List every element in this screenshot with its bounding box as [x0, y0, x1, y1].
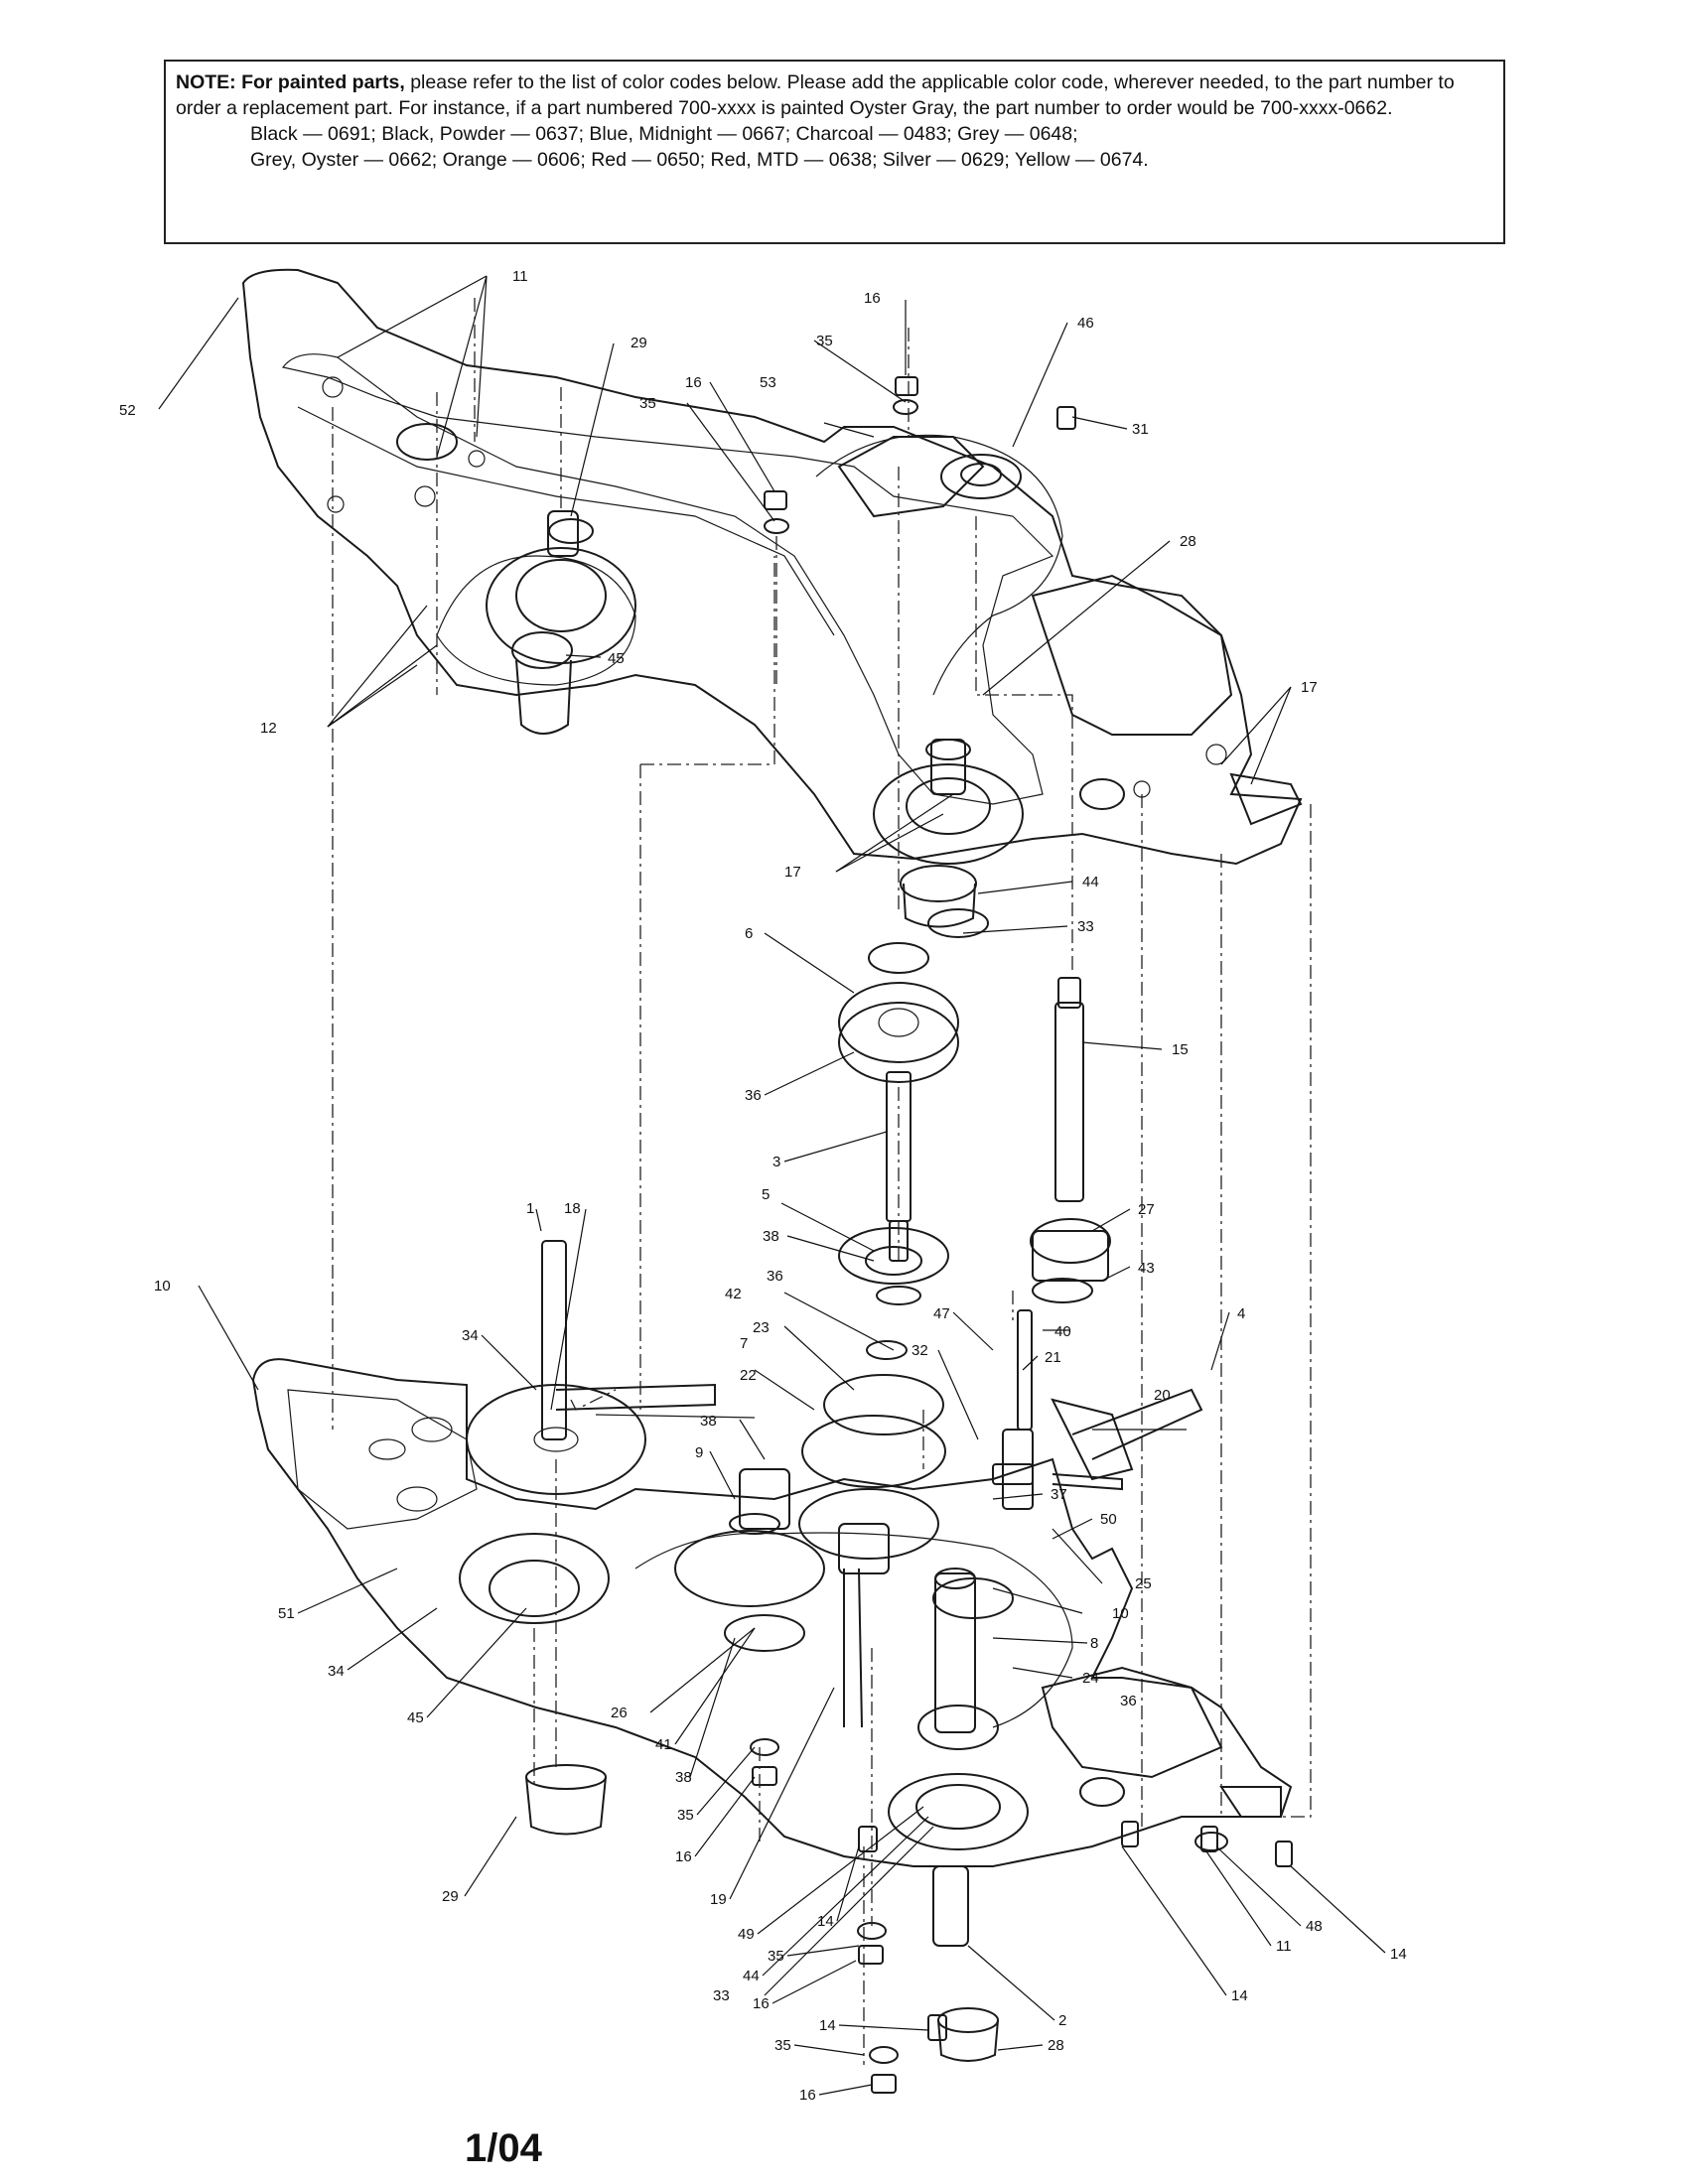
- label-28-bottom: 28: [1048, 2037, 1064, 2054]
- label-7: 7: [740, 1335, 748, 1352]
- label-28-top: 28: [1180, 533, 1196, 550]
- note-paragraph: NOTE: For painted parts, please refer to…: [176, 69, 1493, 121]
- gear-stack: [674, 1227, 949, 1652]
- label-17-right: 17: [1301, 679, 1318, 696]
- label-35-bottom: 35: [774, 2037, 791, 2054]
- label-44-top: 44: [1082, 874, 1099, 890]
- label-47: 47: [933, 1305, 950, 1322]
- shaft-15: [1030, 977, 1111, 1303]
- label-11-top: 11: [512, 268, 528, 285]
- label-14-left: 14: [817, 1913, 834, 1930]
- label-43: 43: [1138, 1260, 1155, 1277]
- label-21: 21: [1045, 1349, 1061, 1366]
- label-29-bottom: 29: [442, 1888, 459, 1905]
- color-code-note: NOTE: For painted parts, please refer to…: [164, 60, 1505, 244]
- label-25: 25: [1135, 1575, 1152, 1592]
- label-14-right: 14: [1231, 1987, 1248, 2004]
- color-codes-line-2: Grey, Oyster — 0662; Orange — 0606; Red …: [250, 149, 1149, 171]
- label-38-upper: 38: [763, 1228, 779, 1245]
- label-48: 48: [1306, 1918, 1323, 1935]
- label-16-top-left: 16: [685, 374, 702, 391]
- leader-lines: [158, 275, 1386, 2096]
- label-5: 5: [762, 1186, 770, 1203]
- label-29-top: 29: [631, 335, 647, 351]
- label-36-top: 36: [745, 1087, 762, 1104]
- label-20: 20: [1154, 1387, 1171, 1404]
- label-24: 24: [1082, 1670, 1099, 1687]
- label-16-bottom: 16: [799, 2087, 816, 2104]
- label-34-upper: 34: [462, 1327, 479, 1344]
- note-text: please refer to the list of color codes …: [176, 71, 1455, 119]
- date-code: 1/04: [465, 2126, 542, 2170]
- label-12: 12: [260, 720, 277, 737]
- note-prefix: NOTE:: [176, 71, 236, 93]
- upper-hardware: [511, 376, 1076, 938]
- label-16-mid: 16: [675, 1848, 692, 1865]
- label-26: 26: [611, 1705, 628, 1721]
- label-33-top: 33: [1077, 918, 1094, 935]
- label-38-lower: 38: [675, 1769, 692, 1786]
- label-14-center: 14: [819, 2017, 836, 2034]
- label-10-right: 10: [1112, 1605, 1129, 1622]
- label-3: 3: [772, 1154, 780, 1170]
- label-9: 9: [695, 1444, 703, 1461]
- label-6: 6: [745, 925, 753, 942]
- label-18: 18: [564, 1200, 581, 1217]
- label-50: 50: [1100, 1511, 1117, 1528]
- label-32: 32: [912, 1342, 928, 1359]
- label-42: 42: [725, 1286, 742, 1302]
- label-17-center: 17: [784, 864, 801, 881]
- part-callouts: 11 52 29 16 35 53 16 35 46 31 28 45 12 1…: [119, 268, 1407, 2104]
- label-16-low: 16: [753, 1995, 770, 2012]
- label-27: 27: [1138, 1201, 1155, 1218]
- label-35-top-left: 35: [639, 395, 656, 412]
- label-46: 46: [1077, 315, 1094, 332]
- note-bold-phrase: For painted parts,: [241, 71, 405, 93]
- label-19: 19: [710, 1891, 727, 1908]
- label-23: 23: [753, 1319, 770, 1336]
- label-36-lower: 36: [1120, 1693, 1137, 1709]
- label-15: 15: [1172, 1041, 1189, 1058]
- label-36-upper: 36: [767, 1268, 783, 1285]
- lower-hardware: [525, 1738, 1293, 2094]
- label-14-far-right: 14: [1390, 1946, 1407, 1963]
- label-53: 53: [760, 374, 776, 391]
- label-4: 4: [1237, 1305, 1245, 1322]
- label-40: 40: [1054, 1323, 1071, 1340]
- label-8: 8: [1090, 1635, 1098, 1652]
- label-49: 49: [738, 1926, 755, 1943]
- label-51: 51: [278, 1605, 295, 1622]
- label-35-low: 35: [768, 1948, 784, 1965]
- label-34-lower: 34: [328, 1663, 345, 1680]
- label-38-middle: 38: [700, 1413, 717, 1430]
- label-37: 37: [1051, 1486, 1067, 1503]
- label-2: 2: [1058, 2012, 1066, 2029]
- label-52: 52: [119, 402, 136, 419]
- center-lines: [332, 298, 1312, 2065]
- label-35-mid: 35: [677, 1807, 694, 1824]
- label-44-bottom: 44: [743, 1968, 760, 1984]
- label-45-lower: 45: [407, 1709, 424, 1726]
- label-41: 41: [655, 1736, 672, 1753]
- label-1: 1: [526, 1200, 534, 1217]
- label-31: 31: [1132, 421, 1149, 438]
- label-11-bottom: 11: [1276, 1938, 1292, 1955]
- color-codes-line-1: Black — 0691; Black, Powder — 0637; Blue…: [250, 123, 1078, 145]
- upper-housing: [241, 268, 1303, 866]
- label-16-top-right: 16: [864, 290, 881, 307]
- gear-6: [838, 942, 959, 1083]
- label-22: 22: [740, 1367, 757, 1384]
- sprocket-34: [466, 1240, 756, 1495]
- label-33-bottom: 33: [713, 1987, 730, 2004]
- label-45-top: 45: [608, 650, 625, 667]
- label-10-left: 10: [154, 1278, 171, 1295]
- label-35-top-right: 35: [816, 333, 833, 349]
